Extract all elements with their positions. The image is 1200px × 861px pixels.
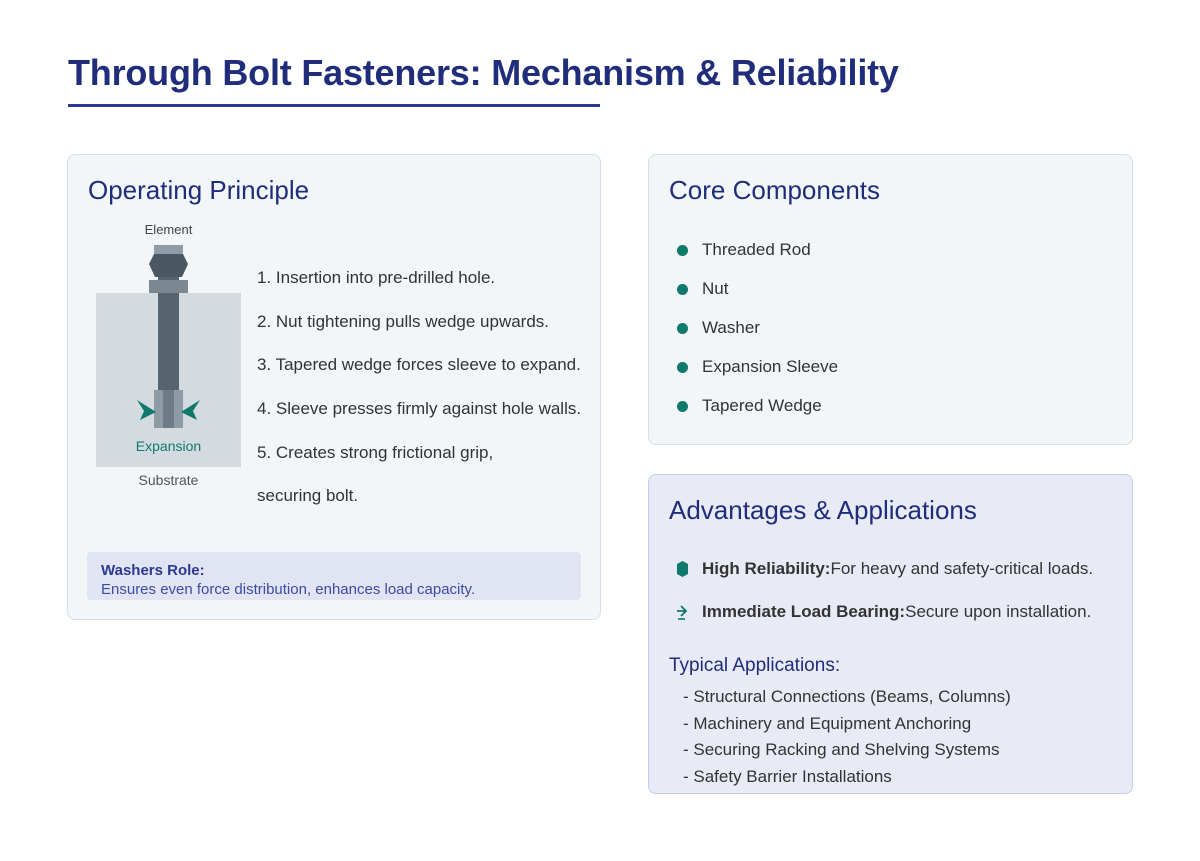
core-components-list: Threaded Rod Nut Washer Expansion Sleeve…: [677, 239, 838, 434]
bullet-dot-icon: [677, 362, 688, 373]
advantage-title: Immediate Load Bearing:: [702, 602, 906, 621]
bullet-dot-icon: [677, 245, 688, 256]
list-item: - Safety Barrier Installations: [683, 766, 892, 786]
expansion-label: Expansion: [136, 438, 201, 454]
bolt-diagram: Element Expansion Substrate: [96, 222, 241, 488]
bolt-tip: [154, 245, 183, 254]
core-components-card: Core Components Threaded Rod Nut Washer …: [648, 154, 1133, 445]
advantage-title: High Reliability:: [702, 559, 831, 578]
list-item: Tapered Wedge: [677, 395, 838, 434]
nut-neck: [158, 277, 179, 280]
operating-principle-card: Operating Principle Element Expansion Su…: [67, 154, 601, 620]
list-item: Washer: [677, 317, 838, 356]
component-label: Expansion Sleeve: [702, 357, 839, 376]
washers-role-text: Ensures even force distribution, enhance…: [101, 581, 476, 598]
list-item: Nut: [677, 278, 838, 317]
washer-shape: [149, 280, 188, 293]
operating-principle-heading: Operating Principle: [88, 175, 310, 205]
advantage-text: Secure upon installation.: [905, 602, 1092, 621]
substrate-label: Substrate: [139, 472, 199, 488]
list-item: - Securing Racking and Shelving Systems: [683, 740, 1000, 759]
washers-role-title: Washers Role:: [101, 562, 205, 579]
bullet-dot-icon: [677, 323, 688, 334]
list-item: Threaded Rod: [677, 239, 838, 278]
advantages-heading: Advantages & Applications: [669, 495, 977, 525]
step-item: 1. Insertion into pre-drilled hole.: [257, 268, 496, 287]
shield-icon: [675, 560, 689, 578]
tapered-wedge-shape: [163, 390, 174, 428]
component-label: Washer: [702, 318, 760, 337]
list-item: - Machinery and Equipment Anchoring: [683, 713, 972, 733]
list-item: - Structural Connections (Beams, Columns…: [683, 687, 1011, 706]
expansion-arrow-right-icon: [181, 400, 200, 420]
advantage-load-bearing: Immediate Load Bearing: Secure upon inst…: [675, 602, 1091, 622]
bullet-dot-icon: [677, 284, 688, 295]
step-item: 4. Sleeve presses firmly against hole wa…: [257, 399, 582, 419]
applications-heading: Typical Applications:: [669, 655, 841, 676]
page-title: Through Bolt Fasteners: Mechanism & Reli…: [68, 52, 899, 93]
component-label: Threaded Rod: [702, 240, 811, 259]
nut-shape: [149, 254, 188, 277]
step-item: 5. Creates strong frictional grip,: [257, 442, 494, 462]
list-item: Expansion Sleeve: [677, 356, 838, 395]
advantage-reliability: High Reliability: For heavy and safety-c…: [675, 559, 1093, 579]
title-underline: [68, 104, 600, 107]
arrow-right-icon: [675, 603, 689, 621]
threaded-rod-shape: [158, 293, 179, 390]
expansion-arrow-left-icon: [137, 400, 156, 420]
component-label: Nut: [702, 279, 729, 298]
element-label: Element: [145, 222, 193, 237]
step-item: securing bolt.: [257, 486, 359, 506]
bullet-dot-icon: [677, 401, 688, 412]
core-components-heading: Core Components: [669, 175, 880, 205]
step-item: 3. Tapered wedge forces sleeve to expand…: [257, 355, 581, 375]
step-item: 2. Nut tightening pulls wedge upwards.: [257, 311, 550, 331]
advantage-text: For heavy and safety-critical loads.: [830, 559, 1094, 578]
applications-list: - Structural Connections (Beams, Columns…: [683, 684, 1011, 790]
washers-role-callout: Washers Role: Ensures even force distrib…: [87, 552, 581, 600]
operating-steps-list: 1. Insertion into pre-drilled hole. 2. N…: [257, 267, 617, 529]
advantages-card: Advantages & Applications High Reliabili…: [648, 474, 1133, 794]
component-label: Tapered Wedge: [702, 396, 822, 415]
